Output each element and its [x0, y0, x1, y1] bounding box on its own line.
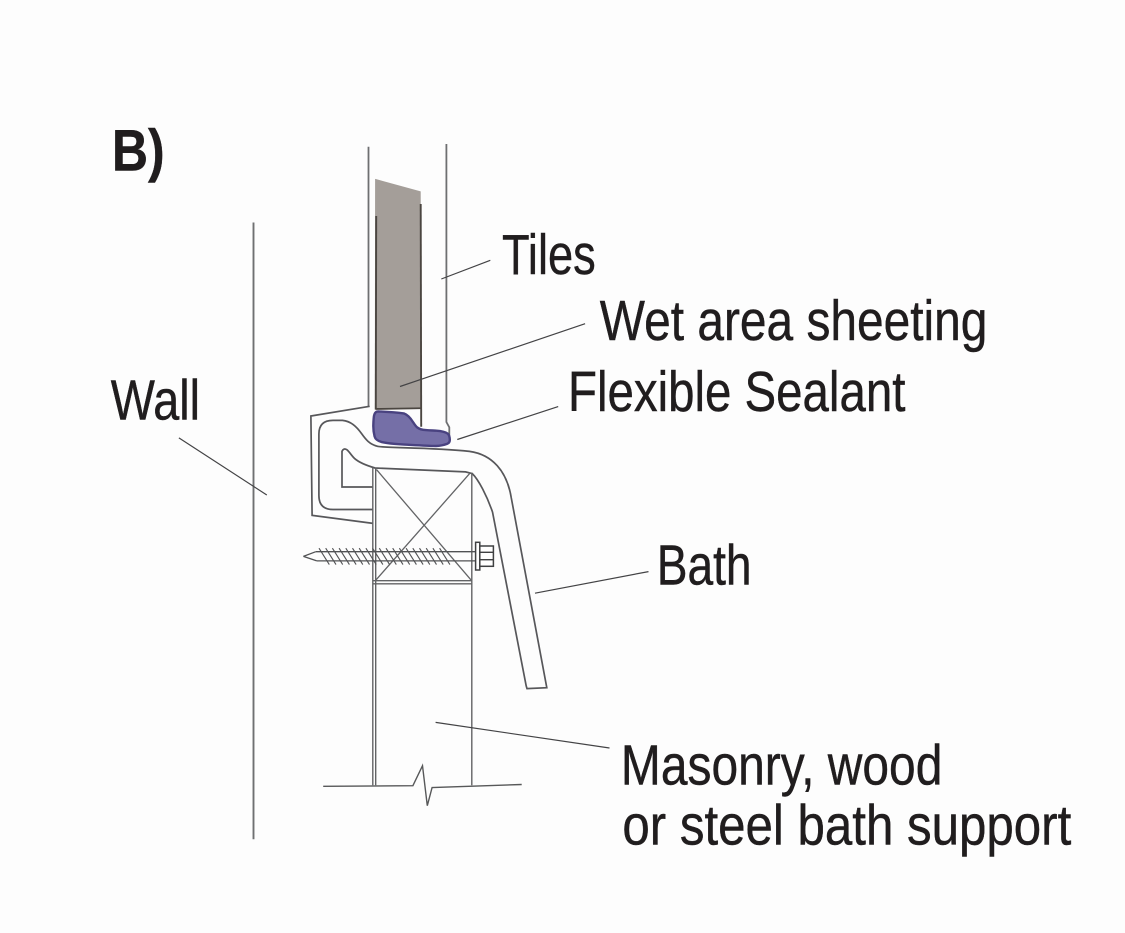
svg-text:Wet area sheeting: Wet area sheeting — [600, 289, 988, 353]
svg-text:or steel bath support: or steel bath support — [622, 794, 1071, 857]
svg-text:Bath: Bath — [657, 533, 752, 597]
svg-text:Masonry, wood: Masonry, wood — [621, 734, 942, 798]
svg-text:Flexible Sealant: Flexible Sealant — [568, 361, 906, 424]
svg-text:B): B) — [112, 119, 165, 183]
svg-text:Wall: Wall — [111, 369, 200, 432]
svg-text:Tiles: Tiles — [502, 222, 596, 286]
